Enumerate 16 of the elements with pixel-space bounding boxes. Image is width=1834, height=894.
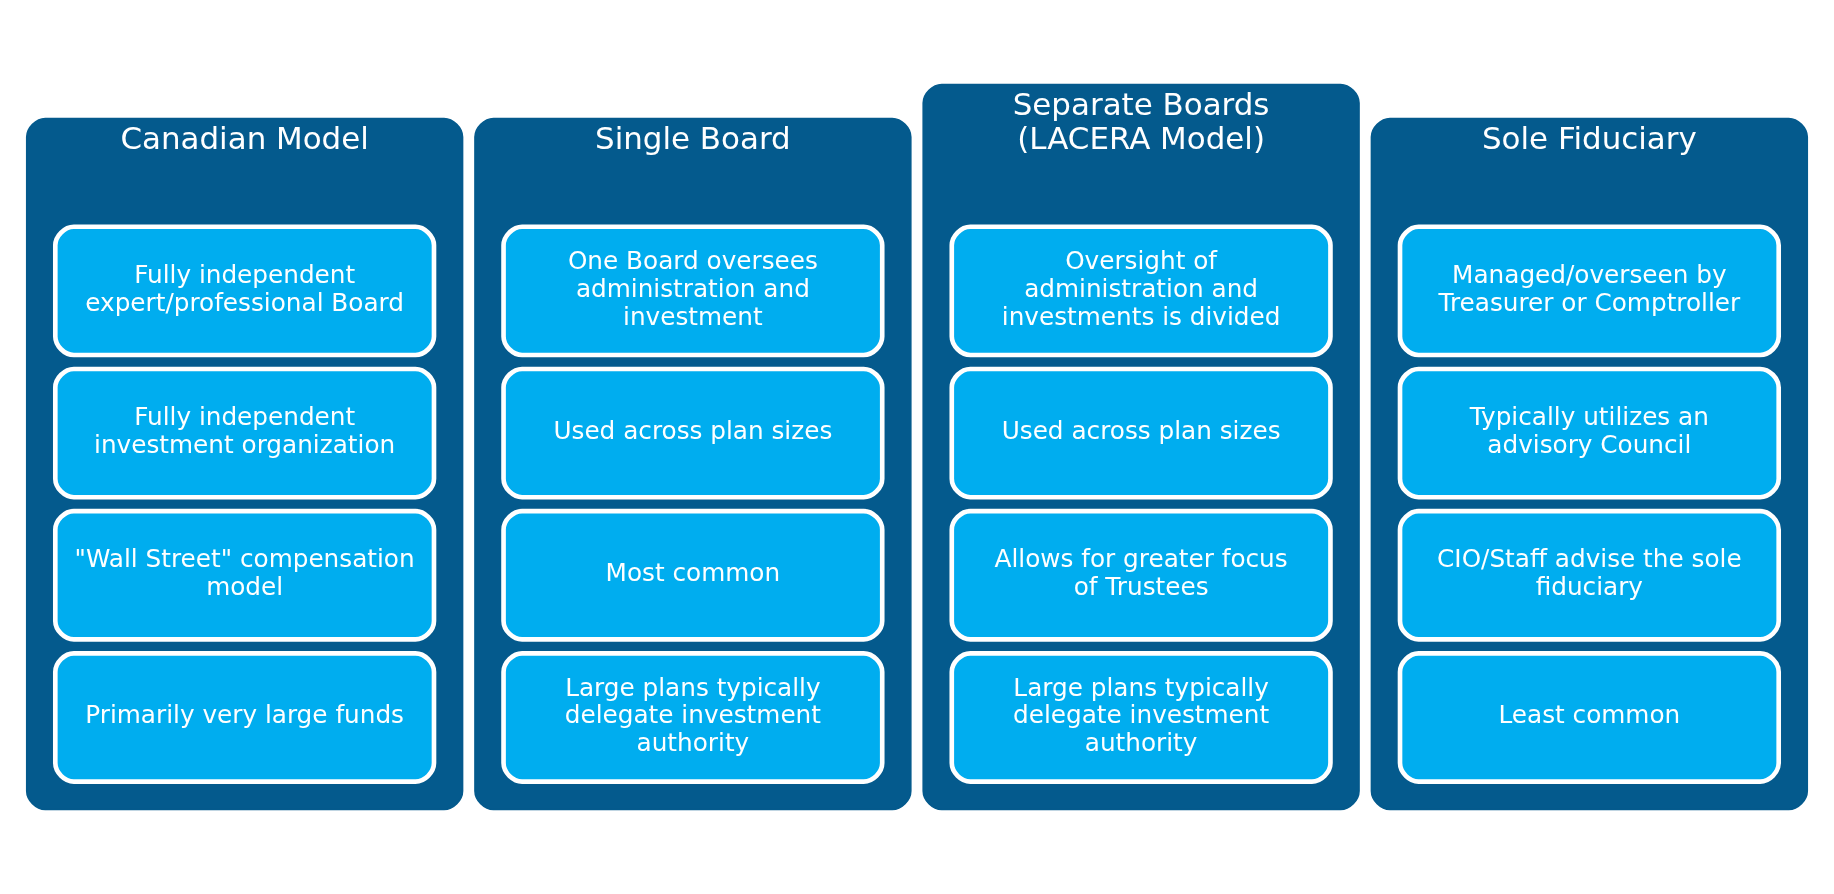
node-box: Allows for greater focus of Trustees bbox=[949, 508, 1333, 642]
node-box: Primarily very large funds bbox=[53, 651, 437, 784]
node-box: Managed/overseen by Treasurer or Comptroller bbox=[1397, 224, 1781, 358]
node-box: "Wall Street" compensation model bbox=[53, 508, 437, 642]
node-box: CIO/Staff advise the sole fiduciary bbox=[1397, 508, 1781, 642]
node-box: Typically utilizes an advisory Council bbox=[1397, 366, 1781, 500]
node-box: Used across plan sizes bbox=[501, 366, 885, 500]
node-box: Fully independent investment organization bbox=[53, 366, 437, 500]
node-box: Used across plan sizes bbox=[949, 366, 1333, 500]
node-box: Large plans typically delegate investment authority bbox=[949, 651, 1333, 784]
node-box: Most common bbox=[501, 508, 885, 642]
node-box: Large plans typically delegate investment authority bbox=[501, 651, 885, 784]
node-box: Fully independent expert/professional Board bbox=[53, 224, 437, 358]
node-box: Oversight of administration and investments is divided bbox=[949, 224, 1333, 358]
node-box: One Board oversees administration and investment bbox=[501, 224, 885, 358]
node-box: Least common bbox=[1397, 651, 1781, 784]
